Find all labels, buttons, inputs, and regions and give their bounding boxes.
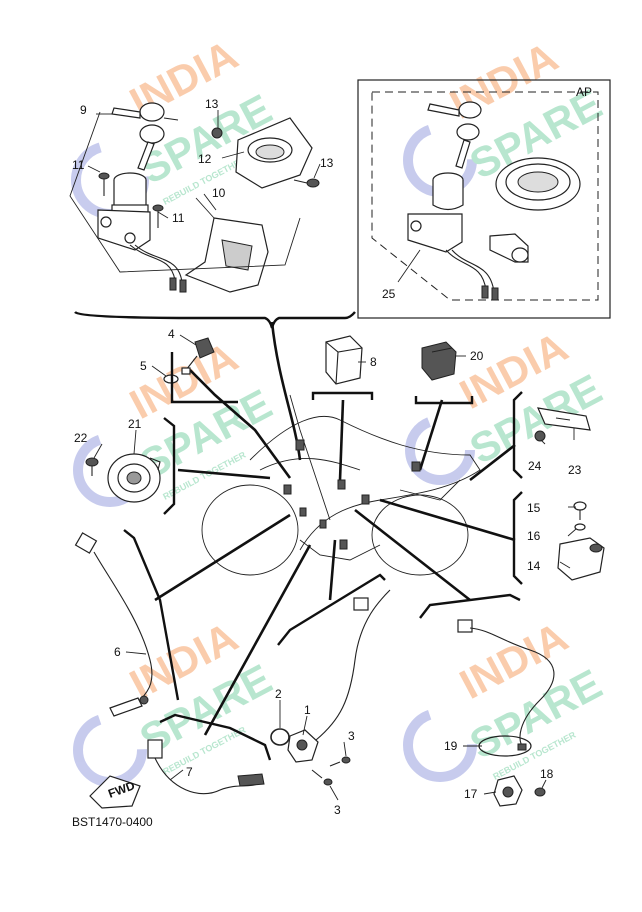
leader-lines	[154, 321, 516, 736]
callout-10: 10	[212, 186, 226, 200]
variant-label: AP	[576, 85, 592, 99]
key-icon	[111, 102, 179, 171]
position-sensor-icon	[287, 589, 391, 763]
relay-icon	[325, 335, 363, 385]
main-switch-ap-variant	[407, 101, 581, 301]
speed-sensor-icon	[147, 739, 265, 795]
group-bracket-top	[74, 310, 356, 329]
group-bracket-20	[414, 396, 474, 405]
lock-cylinder-icon	[97, 172, 187, 293]
screw-icon	[311, 769, 333, 786]
callout-12: 12	[198, 152, 212, 166]
group-bracket-4	[170, 352, 238, 404]
forward-arrow-icon: FWD	[89, 775, 141, 809]
variant-box-ap: AP	[357, 79, 611, 319]
callout-7: 7	[186, 765, 193, 779]
callout-labels: 9 13 12 13 11 10 11 25 4 5 8 20 21 22 24…	[72, 97, 582, 817]
callout-8: 8	[370, 355, 377, 369]
group-bracket-23	[512, 391, 523, 479]
callout-4: 4	[168, 327, 175, 341]
callout-leaders	[87, 110, 577, 801]
callout-11: 11	[72, 158, 85, 172]
oring-icon	[270, 728, 290, 746]
group-bracket-1	[277, 573, 386, 646]
bolt-icon	[85, 457, 99, 476]
screw-icon	[152, 204, 164, 228]
bolt-icon	[293, 178, 320, 188]
flasher-relay-icon	[421, 341, 457, 381]
bolt-icon	[534, 787, 546, 797]
callout-3: 3	[334, 803, 341, 817]
watermark-top-left: INDIA SPARE REBUILD TOGETHER	[71, 31, 279, 219]
group-bracket-8	[311, 391, 374, 400]
group-bracket-21	[163, 417, 176, 515]
bolt-icon	[573, 501, 587, 520]
screw-icon	[329, 756, 351, 767]
callout-1: 1	[304, 703, 311, 717]
callout-13: 13	[205, 97, 219, 111]
drawing-code: BST1470-0400	[72, 815, 153, 829]
horn-icon	[107, 453, 161, 503]
fuel-cap-icon	[495, 157, 581, 211]
callout-19: 19	[444, 739, 458, 753]
callout-15: 15	[527, 501, 541, 515]
callout-11: 11	[172, 211, 185, 225]
callout-6: 6	[114, 645, 121, 659]
reflector-icon	[537, 407, 591, 431]
washer-icon	[574, 523, 586, 531]
callout-18: 18	[540, 767, 554, 781]
group-bracket-19	[419, 593, 521, 619]
callout-17: 17	[464, 787, 478, 801]
sensor-switch-icon	[181, 337, 215, 375]
callout-2: 2	[275, 687, 282, 701]
connector-icon	[283, 439, 421, 550]
seat-lock-icon	[489, 233, 529, 263]
sensor-block-icon	[557, 537, 605, 581]
sensor-cable-icon	[74, 532, 153, 717]
sensor-icon	[493, 775, 523, 807]
callout-3: 3	[348, 729, 355, 743]
callout-20: 20	[470, 349, 484, 363]
callout-25: 25	[382, 287, 396, 301]
callout-13: 13	[320, 156, 334, 170]
callout-16: 16	[527, 529, 541, 543]
switch-bracket-icon	[184, 217, 269, 293]
group-bracket-14	[512, 491, 523, 585]
callout-14: 14	[527, 559, 541, 573]
group-bracket-6	[123, 529, 180, 701]
nut-icon	[211, 127, 223, 139]
callout-24: 24	[528, 459, 542, 473]
callout-5: 5	[140, 359, 147, 373]
callout-22: 22	[74, 431, 88, 445]
main-switch-assembly	[69, 102, 320, 293]
screw-icon	[98, 172, 110, 196]
callout-9: 9	[80, 103, 87, 117]
callout-21: 21	[128, 417, 142, 431]
switch-cover-icon	[235, 117, 313, 189]
nut-icon	[534, 430, 546, 442]
key-icon	[427, 101, 482, 169]
callout-23: 23	[568, 463, 582, 477]
cable-harness-icon	[457, 619, 555, 757]
group-bracket-7	[159, 713, 272, 761]
